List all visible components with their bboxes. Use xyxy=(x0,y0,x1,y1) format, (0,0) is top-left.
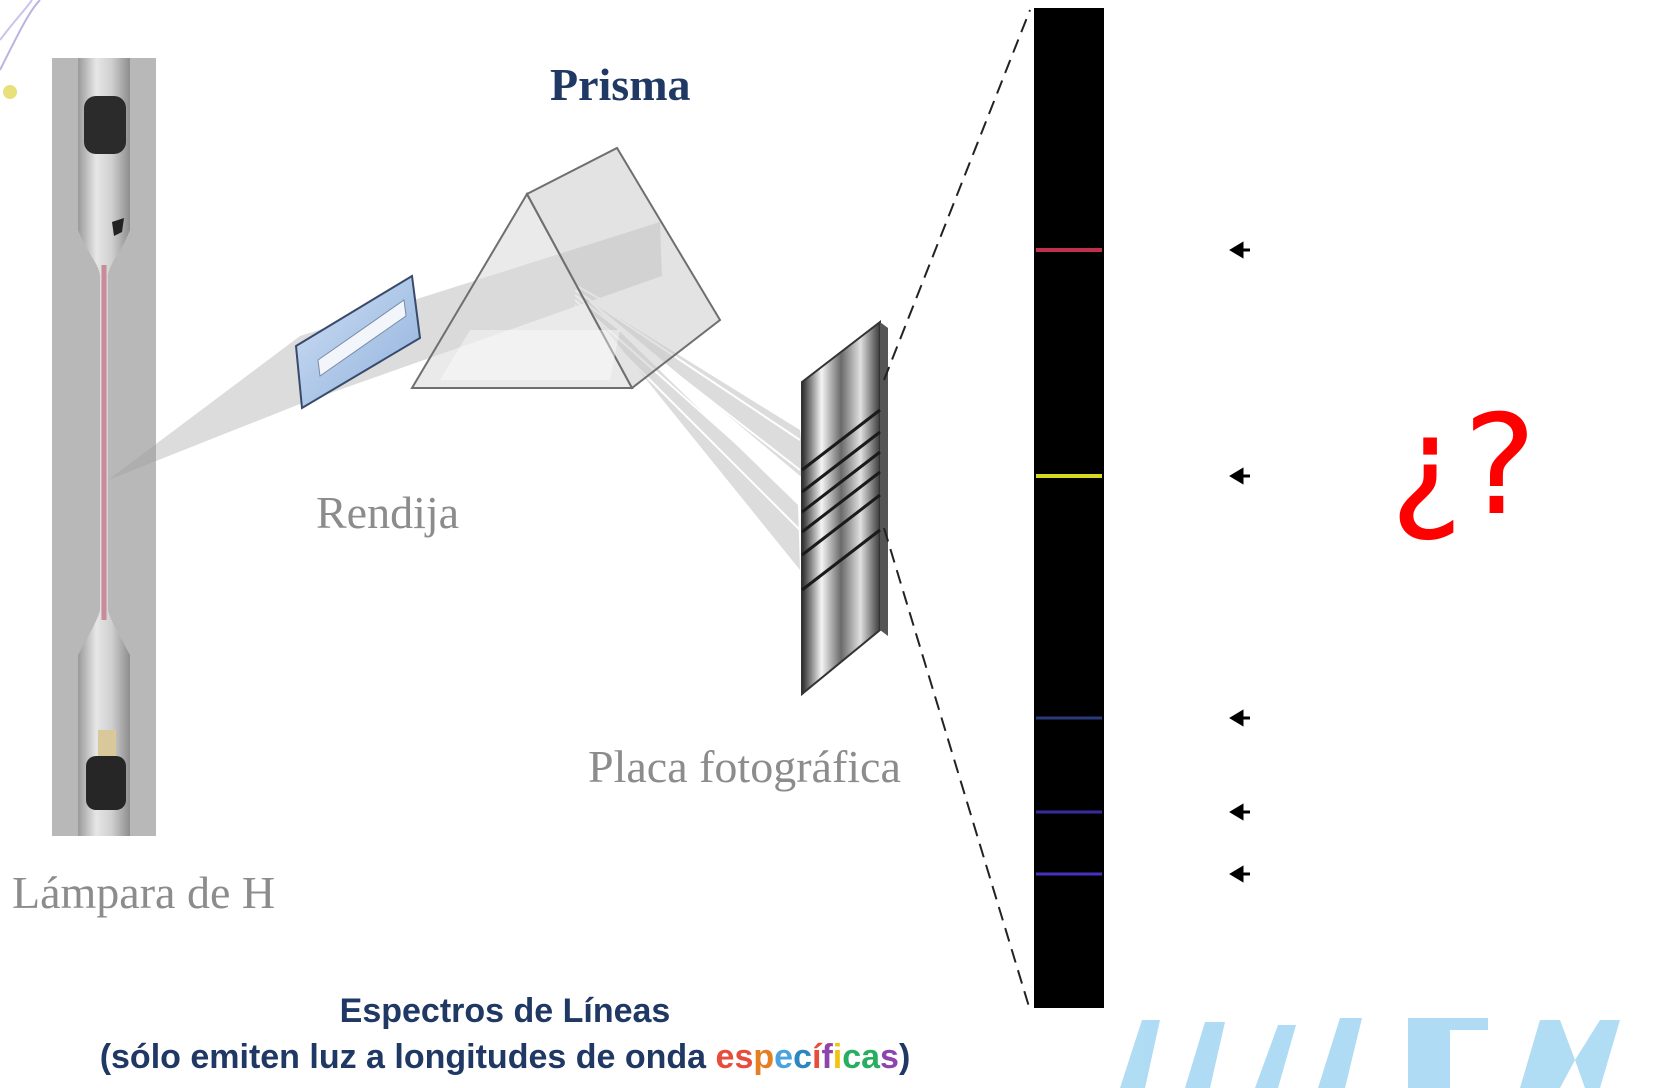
prism xyxy=(410,146,722,390)
arrow-left-icon xyxy=(1229,467,1250,485)
plate-label: Placa fotográfica xyxy=(588,741,901,792)
caption-colored-piece: í xyxy=(811,1038,822,1076)
prism-label: Prisma xyxy=(550,59,691,110)
caption-colored-piece: e xyxy=(774,1038,794,1076)
caption-colored-piece: es xyxy=(715,1038,754,1076)
caption-colored-piece: p xyxy=(753,1038,775,1076)
lamp-label: Lámpara de H xyxy=(12,867,276,918)
arrows xyxy=(1229,241,1250,883)
caption-colored-piece: i xyxy=(832,1038,843,1076)
spectrum-strip xyxy=(1034,8,1104,1008)
caption-title: Espectros de Líneas xyxy=(339,992,671,1030)
slit-label: Rendija xyxy=(316,487,460,538)
caption-suffix: ) xyxy=(898,1038,911,1076)
arrow-left-icon xyxy=(1229,709,1250,727)
photographic-plate xyxy=(801,319,888,697)
caption-prefix: (sólo emiten luz a longitudes de onda xyxy=(99,1038,716,1076)
caption-colored-piece: s xyxy=(880,1038,899,1076)
slit xyxy=(294,274,422,410)
watermark-logo xyxy=(1120,1018,1620,1088)
caption: Espectros de Líneas (sólo emiten luz a l… xyxy=(0,988,1010,1080)
caption-subtitle: (sólo emiten luz a longitudes de onda es… xyxy=(0,1034,1010,1080)
hydrogen-lamp xyxy=(52,58,156,836)
zoom-lines xyxy=(883,9,1031,1011)
arrow-left-icon xyxy=(1229,803,1250,821)
logo-swirl xyxy=(0,0,41,99)
arrow-left-icon xyxy=(1229,865,1250,883)
question-mark: ¿? xyxy=(1390,385,1537,546)
arrow-left-icon xyxy=(1229,241,1250,259)
caption-colored-word: específicas xyxy=(716,1038,899,1076)
caption-colored-piece: f xyxy=(821,1038,833,1076)
caption-colored-piece: ca xyxy=(842,1038,881,1076)
caption-colored-piece: c xyxy=(793,1038,812,1076)
